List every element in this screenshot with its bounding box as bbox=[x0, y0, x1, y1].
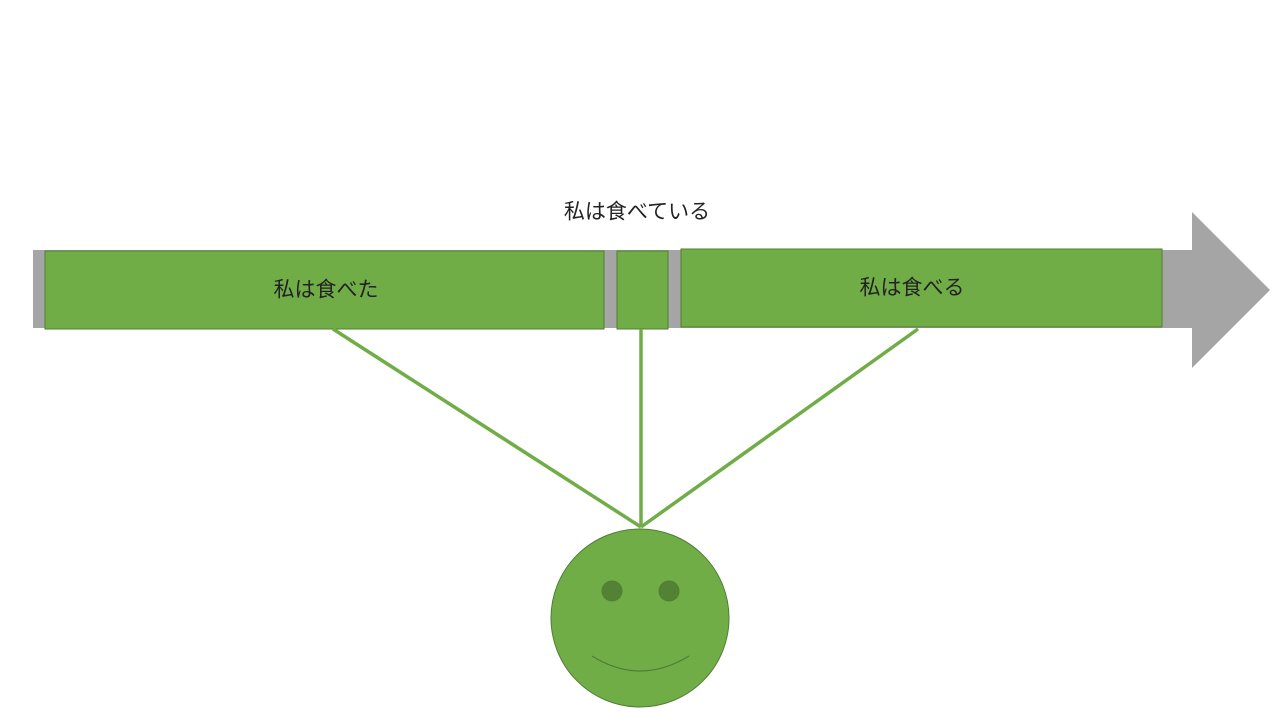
right-eye bbox=[658, 580, 680, 602]
past-label: 私は食べた bbox=[273, 277, 379, 302]
connector-past bbox=[332, 327, 642, 529]
future-label: 私は食べる bbox=[859, 275, 965, 300]
left-eye bbox=[601, 580, 623, 602]
present-progressive-label: 私は食べている bbox=[563, 199, 711, 224]
smiley-face-icon bbox=[550, 528, 730, 708]
face-circle bbox=[550, 528, 730, 708]
past-segment bbox=[44, 250, 605, 330]
future-segment bbox=[680, 248, 1163, 328]
connector-future bbox=[639, 327, 920, 529]
present-segment bbox=[616, 250, 669, 330]
smile-mouth bbox=[591, 655, 690, 672]
